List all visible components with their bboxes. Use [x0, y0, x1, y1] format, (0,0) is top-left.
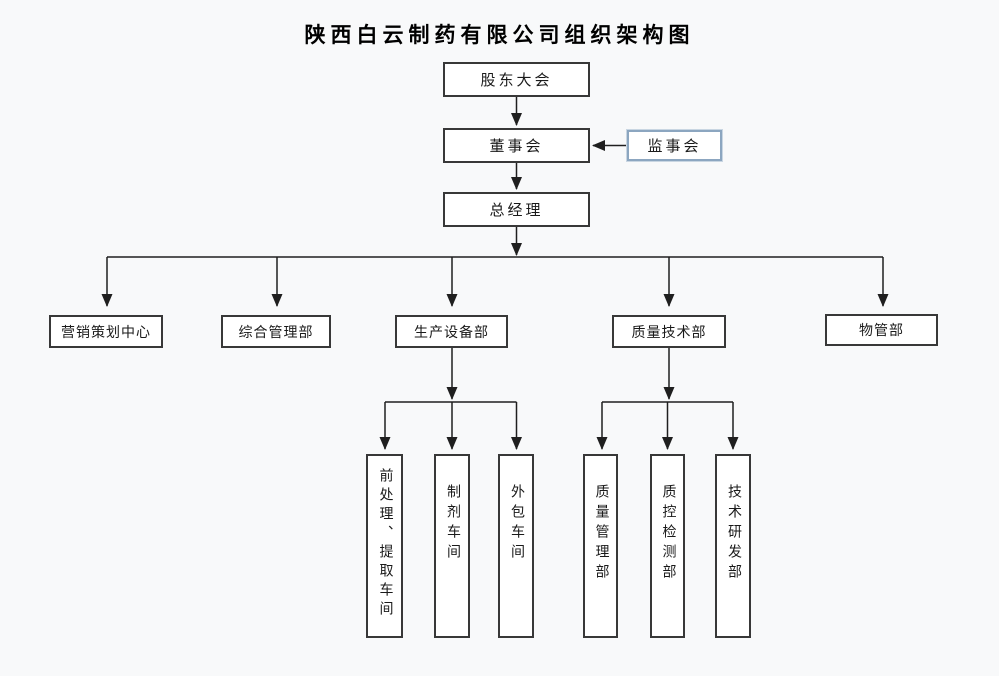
node-label: 外包车间 [509, 484, 524, 564]
node-quality-technology-dept: 质量技术部 [612, 315, 726, 348]
node-logistics-dept: 物管部 [825, 314, 938, 346]
node-label: 股东大会 [480, 73, 553, 89]
node-general-manager: 总经理 [443, 192, 590, 227]
node-shareholders-meeting: 股东大会 [443, 62, 590, 97]
node-workshop-pretreatment-extraction: 前处理、提取车间 [366, 454, 403, 638]
node-label: 总经理 [489, 203, 544, 219]
node-workshop-preparation: 制剂车间 [434, 454, 470, 638]
node-label: 营销策划中心 [61, 325, 151, 341]
node-workshop-outer-packaging: 外包车间 [498, 454, 534, 638]
node-label: 技术研发部 [726, 484, 741, 584]
node-label: 监事会 [647, 139, 702, 155]
node-label: 制剂车间 [445, 484, 460, 564]
node-supervisory-board: 监事会 [627, 130, 722, 161]
chart-title: 陕西白云制药有限公司组织架构图 [304, 23, 695, 47]
node-production-equipment-dept: 生产设备部 [395, 315, 508, 348]
node-label: 前处理、提取车间 [377, 468, 393, 620]
node-marketing-planning-center: 营销策划中心 [49, 315, 163, 348]
node-label: 物管部 [859, 324, 904, 339]
node-board-of-directors: 董事会 [443, 128, 590, 163]
node-general-admin-dept: 综合管理部 [221, 315, 331, 348]
node-label: 董事会 [489, 139, 544, 155]
node-quality-control-testing-dept: 质控检测部 [650, 454, 685, 638]
node-quality-management-dept: 质量管理部 [583, 454, 618, 638]
node-label: 综合管理部 [238, 325, 314, 341]
node-label: 生产设备部 [414, 325, 489, 341]
node-label: 质量管理部 [593, 484, 609, 584]
node-label: 质控检测部 [660, 484, 676, 584]
node-technology-rnd-dept: 技术研发部 [715, 454, 751, 638]
node-label: 质量技术部 [631, 325, 707, 341]
